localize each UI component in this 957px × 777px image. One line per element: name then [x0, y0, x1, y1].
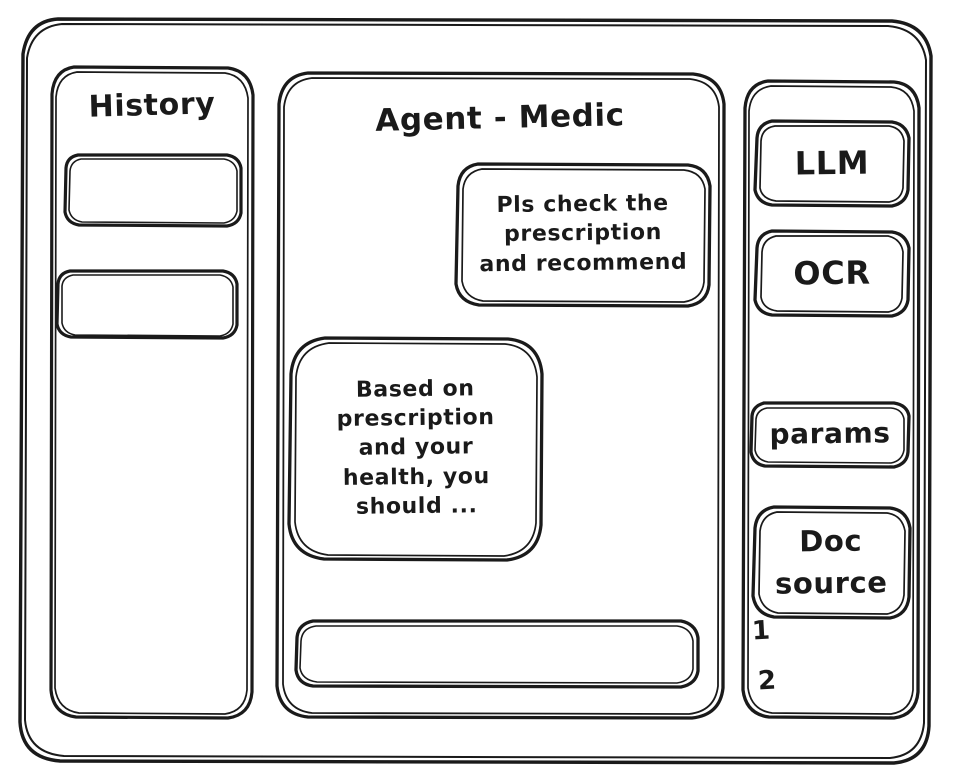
- message-bubble-user: Pls check the prescription and recommend: [452, 160, 714, 308]
- tool-card-label: Doc source: [774, 523, 888, 601]
- tool-card-doc-source[interactable]: Doc source: [750, 504, 912, 620]
- tool-card-label: OCR: [793, 253, 871, 293]
- tool-card-label: LLM: [794, 143, 870, 183]
- tool-card-params[interactable]: params: [748, 400, 912, 469]
- tool-card-ocr[interactable]: OCR: [752, 228, 912, 318]
- assistant-message-text: Based on prescription and your health, y…: [336, 376, 495, 520]
- history-item[interactable]: [54, 268, 240, 340]
- message-bubble-assistant: Based on prescription and your health, y…: [285, 334, 547, 562]
- composer-input[interactable]: [293, 618, 701, 689]
- doc-source-item-1[interactable]: 1: [751, 615, 772, 647]
- doc-source-item-2[interactable]: 2: [757, 665, 778, 697]
- history-title: History: [88, 86, 216, 125]
- agent-title: Agent - Medic: [374, 97, 626, 139]
- history-item[interactable]: [62, 152, 244, 228]
- tool-card-llm[interactable]: LLM: [752, 118, 912, 208]
- user-message-text: Pls check the prescription and recommend: [479, 191, 688, 277]
- tool-card-label: params: [769, 415, 891, 451]
